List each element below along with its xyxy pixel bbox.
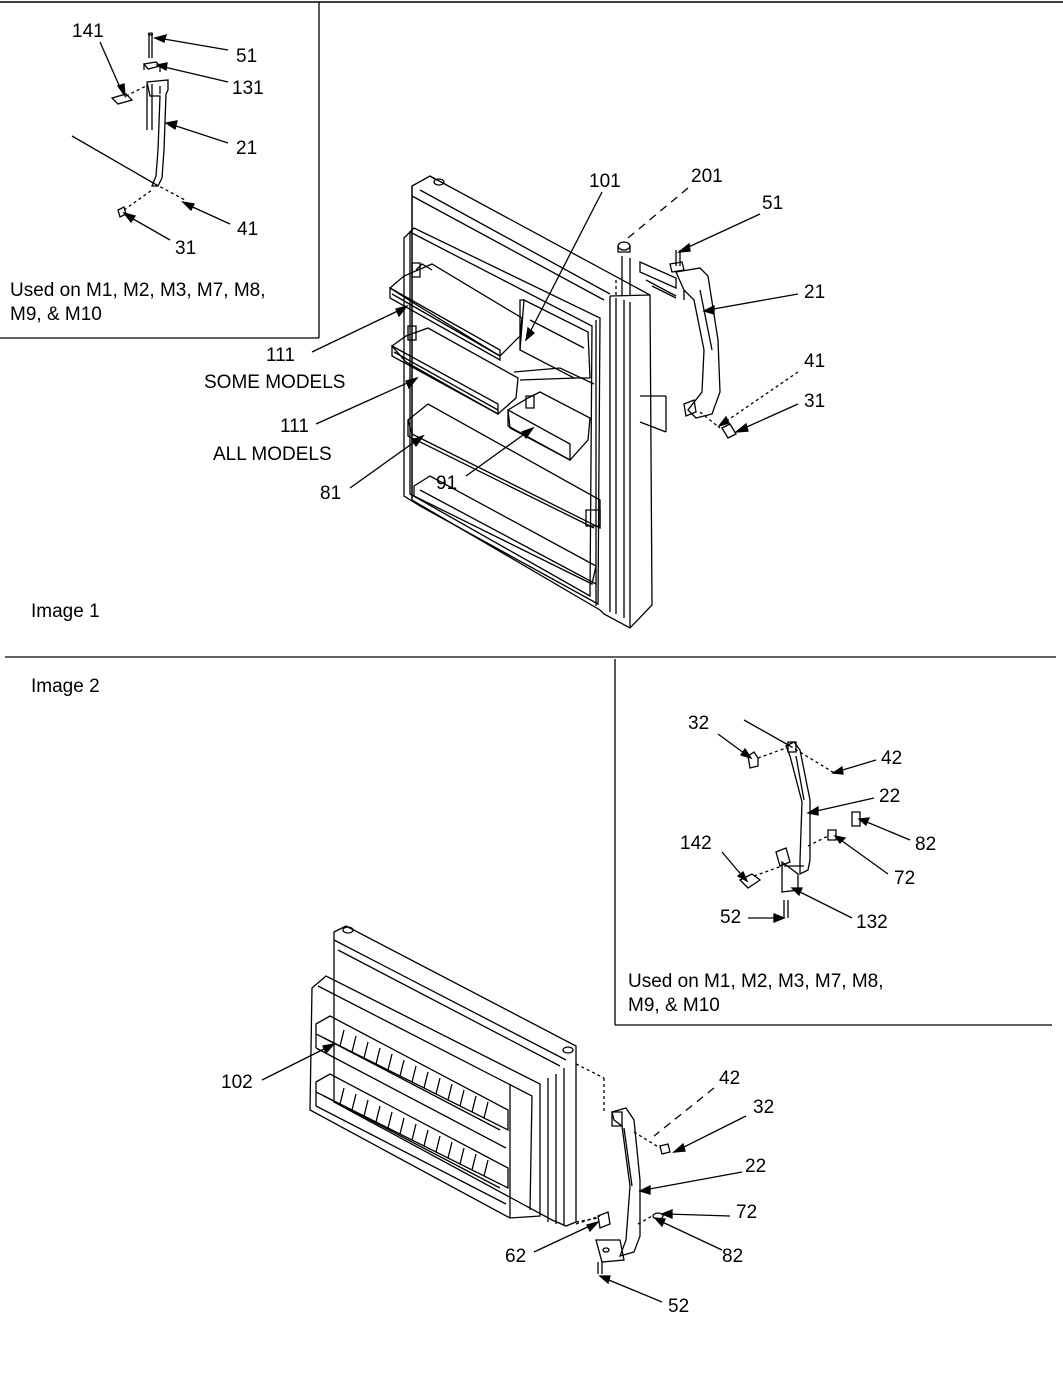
- usage-note-line-1: Used on M1, M2, M3, M7, M8,: [628, 971, 884, 992]
- image1-inset-leader-lines: [100, 35, 230, 240]
- callout-32: 32: [753, 1097, 775, 1118]
- callout-82: 82: [722, 1246, 744, 1267]
- callout-41: 41: [804, 351, 826, 372]
- image1-title: Image 1: [31, 601, 100, 622]
- some-models-note: SOME MODELS: [204, 372, 346, 393]
- callout-81: 81: [320, 483, 342, 504]
- callout-31-inset: 31: [175, 238, 197, 259]
- callout-102: 102: [221, 1072, 253, 1093]
- callout-21-inset: 21: [236, 138, 258, 159]
- image2-inset-usage-note: Used on M1, M2, M3, M7, M8, M9, & M10: [628, 970, 884, 1018]
- callout-62: 62: [505, 1246, 527, 1267]
- usage-note-line-2: M9, & M10: [628, 995, 720, 1016]
- image2-inset-leader-lines: [718, 734, 910, 922]
- usage-note-line-1: Used on M1, M2, M3, M7, M8,: [10, 280, 266, 301]
- image1-hinge-drawing: [616, 242, 736, 438]
- image1-leader-lines: [312, 188, 798, 488]
- image1-inset-usage-note: Used on M1, M2, M3, M7, M8, M9, & M10: [10, 279, 266, 327]
- callout-72: 72: [736, 1202, 758, 1223]
- callout-42: 42: [719, 1068, 741, 1089]
- callout-51: 51: [762, 193, 784, 214]
- callout-132: 132: [856, 912, 888, 933]
- callout-31: 31: [804, 391, 826, 412]
- image2-inset-hinge-drawing: [740, 720, 860, 918]
- frame-lines: [0, 2, 1063, 1025]
- callout-22-inset: 22: [879, 786, 901, 807]
- image2-hinge-drawing: [576, 1108, 670, 1274]
- image2-door-drawing: [310, 926, 604, 1226]
- callout-142: 142: [680, 833, 712, 854]
- callout-22: 22: [745, 1156, 767, 1177]
- callout-52: 52: [668, 1296, 690, 1317]
- callout-201: 201: [691, 166, 723, 187]
- callout-101: 101: [589, 171, 621, 192]
- callout-82-inset: 82: [915, 834, 937, 855]
- image1-door-drawing: [390, 176, 652, 628]
- callout-51-inset: 51: [236, 46, 258, 67]
- callout-141: 141: [72, 21, 104, 42]
- image1-inset-hinge-drawing: [72, 33, 185, 217]
- image2-leader-lines: [262, 1044, 746, 1302]
- callout-32-inset: 32: [688, 713, 710, 734]
- callout-41-inset: 41: [237, 219, 259, 240]
- callout-72-inset: 72: [894, 868, 916, 889]
- callout-131: 131: [232, 78, 264, 99]
- callout-111-some: 111: [266, 345, 295, 366]
- callout-52-inset: 52: [720, 907, 742, 928]
- usage-note-line-2: M9, & M10: [10, 304, 102, 325]
- all-models-note: ALL MODELS: [213, 444, 332, 465]
- callout-111-all: 111: [280, 416, 309, 437]
- callout-42-inset: 42: [881, 748, 903, 769]
- callout-21: 21: [804, 282, 826, 303]
- image2-title: Image 2: [31, 676, 100, 697]
- callout-91: 91: [436, 473, 458, 494]
